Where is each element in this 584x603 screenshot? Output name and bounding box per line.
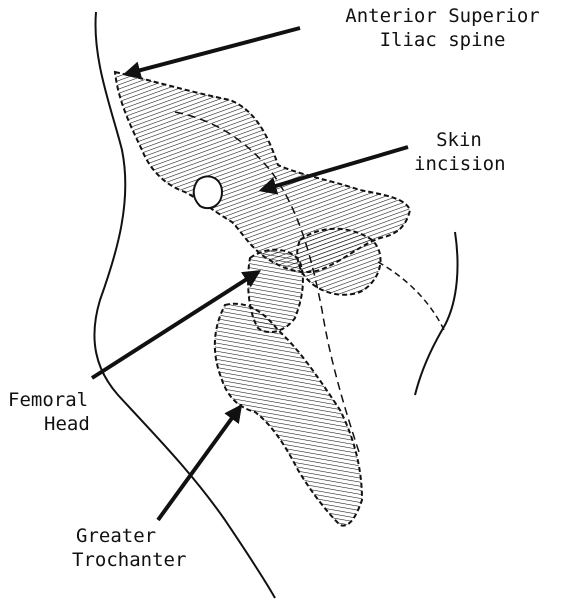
label-anterior-superior-iliac-spine: Anterior Superior Iliac spine: [310, 4, 575, 52]
label-femoral-head: Femoral Head: [8, 388, 126, 436]
tissue-lobe-right: [297, 229, 380, 295]
label-line: Anterior Superior: [310, 4, 575, 28]
trochanter-arrow: [158, 407, 240, 520]
label-line: Trochanter: [72, 548, 236, 572]
label-line: Iliac spine: [310, 28, 575, 52]
body-outline-right: [415, 232, 458, 395]
femur-region: [215, 304, 362, 526]
label-line: Greater: [76, 524, 236, 548]
label-greater-trochanter: Greater Trochanter: [76, 524, 236, 572]
tissue-lobe-left: [194, 176, 222, 208]
label-line: incision: [414, 152, 504, 176]
buttock-contour: [378, 262, 444, 330]
label-line: Femoral: [8, 388, 126, 412]
asis-arrow: [126, 28, 300, 74]
label-skin-incision: Skin incision: [414, 128, 504, 176]
label-line: Head: [8, 412, 126, 436]
label-line: Skin: [414, 128, 504, 152]
